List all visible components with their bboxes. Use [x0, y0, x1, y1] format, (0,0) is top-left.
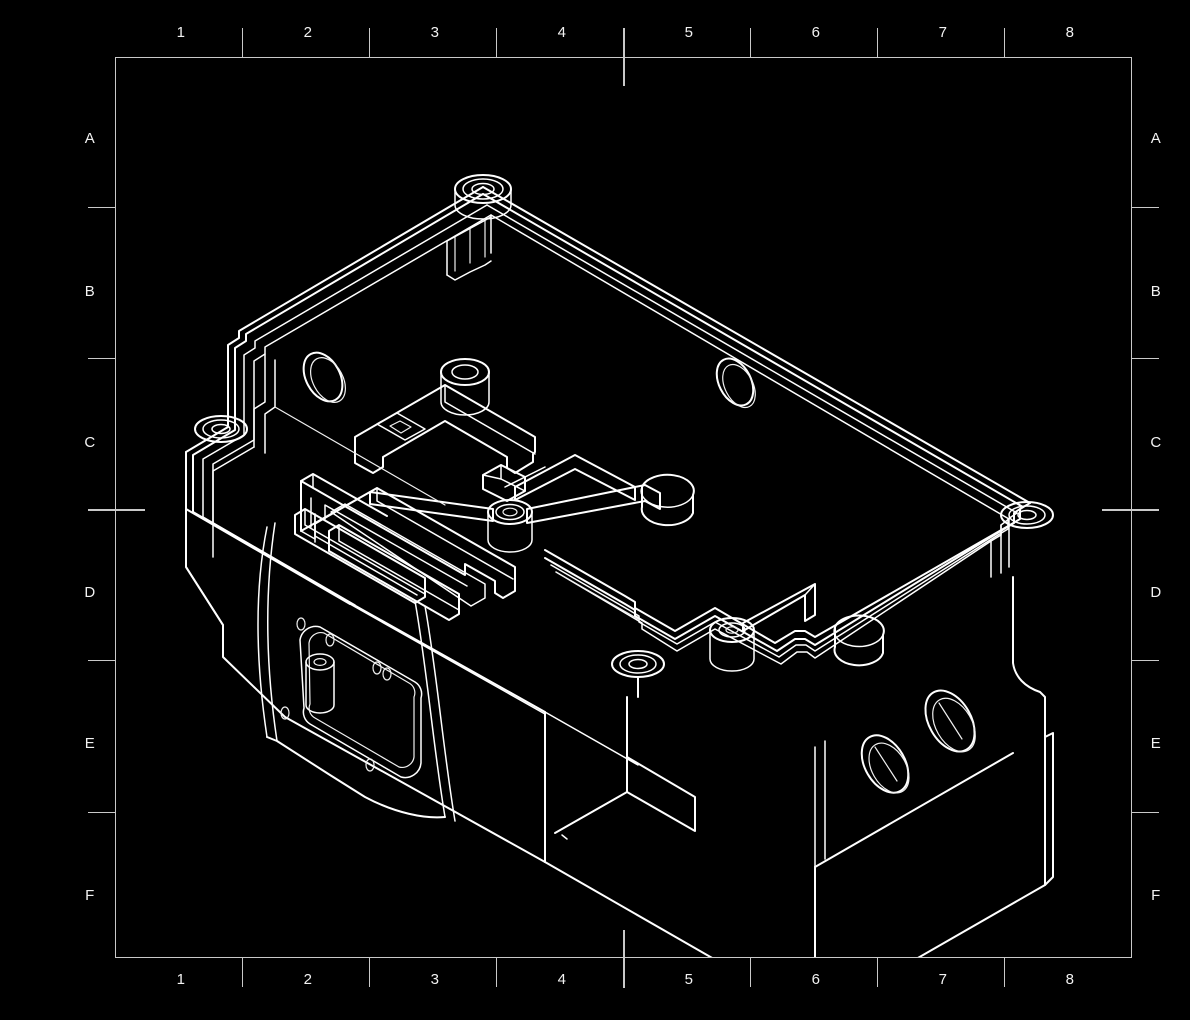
recessed-access-panel: [280, 617, 423, 779]
zone-label-left-f: F: [85, 887, 95, 904]
centre-cylindrical-boss: [440, 358, 490, 416]
zone-label-left-e: E: [84, 735, 96, 752]
drawing-frame-border: [115, 57, 1132, 958]
zone-tick-left-3: [88, 660, 116, 662]
zone-tick-right-3: [1131, 660, 1159, 662]
zone-label-bottom-2: 2: [303, 971, 313, 988]
zone-label-top-2: 2: [303, 24, 313, 41]
zone-label-right-e: E: [1150, 735, 1162, 752]
back-inner-wall: [446, 214, 492, 281]
zone-label-bottom-7: 7: [938, 971, 948, 988]
end-wall-port-upper: [924, 689, 976, 753]
centering-mark-left: [88, 509, 145, 511]
zone-tick-top-1: [242, 28, 244, 57]
zone-label-right-a: A: [1150, 130, 1162, 147]
zone-label-left-b: B: [84, 283, 96, 300]
zone-tick-bottom-1: [242, 958, 244, 987]
left-inner-wall: [212, 353, 276, 558]
corner-mounting-boss-left: [194, 415, 248, 443]
zone-tick-right-4: [1131, 812, 1159, 814]
cad-viewport: [115, 57, 1132, 958]
open-rectangular-channel: [300, 473, 516, 607]
right-rounded-pad: [833, 614, 885, 667]
zone-tick-top-4: [750, 28, 752, 57]
zone-label-top-1: 1: [176, 24, 186, 41]
zone-tick-bottom-5: [877, 958, 879, 987]
zone-label-bottom-8: 8: [1065, 971, 1075, 988]
floor-elliptical-hole: [715, 357, 756, 409]
zone-tick-left-4: [88, 812, 116, 814]
zone-tick-right-1: [1131, 207, 1159, 209]
back-wall-elliptical-hole: [302, 351, 346, 403]
zone-label-top-8: 8: [1065, 24, 1075, 41]
zone-tick-top-2: [369, 28, 371, 57]
zone-label-right-d: D: [1150, 584, 1162, 601]
zone-tick-bottom-4: [750, 958, 752, 987]
right-inner-wall: [990, 518, 1010, 578]
zone-tick-bottom-3: [496, 958, 498, 987]
zone-label-bottom-4: 4: [557, 971, 567, 988]
inner-floor-edges: [274, 406, 639, 620]
zone-label-top-4: 4: [557, 24, 567, 41]
right-internal-standoff: [709, 583, 816, 672]
zone-tick-left-1: [88, 207, 116, 209]
zone-tick-left-2: [88, 358, 116, 360]
isometric-enclosure-drawing: [185, 174, 1054, 958]
zone-label-right-c: C: [1150, 434, 1162, 451]
centering-mark-right: [1102, 509, 1159, 511]
zone-label-bottom-6: 6: [811, 971, 821, 988]
zone-label-right-b: B: [1150, 283, 1162, 300]
zone-label-right-f: F: [1151, 887, 1161, 904]
corner-mounting-boss-back: [454, 174, 512, 220]
zone-label-bottom-3: 3: [430, 971, 440, 988]
right-end-outer-wall: [814, 576, 1054, 958]
zone-label-top-5: 5: [684, 24, 694, 41]
zone-label-left-d: D: [84, 584, 96, 601]
zone-tick-top-3: [496, 28, 498, 57]
gasket-flange-front: [544, 502, 1031, 665]
mid-cylindrical-boss: [487, 499, 533, 553]
internal-shelf-ledge: [554, 696, 696, 840]
zone-label-bottom-1: 1: [176, 971, 186, 988]
zone-label-bottom-5: 5: [684, 971, 694, 988]
rib-arms-assembly: [369, 454, 695, 527]
corner-mounting-boss-right: [1000, 501, 1054, 529]
zone-tick-bottom-6: [1004, 958, 1006, 987]
zone-label-left-a: A: [84, 130, 96, 147]
zone-tick-right-2: [1131, 358, 1159, 360]
zone-label-top-3: 3: [430, 24, 440, 41]
zone-tick-bottom-2: [369, 958, 371, 987]
centering-mark-top: [623, 28, 625, 86]
gasket-groove-channel: [202, 204, 1018, 524]
zone-tick-top-6: [1004, 28, 1006, 57]
centering-mark-bottom: [623, 930, 625, 988]
zone-label-left-c: C: [84, 434, 96, 451]
zone-label-top-7: 7: [938, 24, 948, 41]
front-wall-draft-ribs: [257, 522, 456, 822]
zone-label-top-6: 6: [811, 24, 821, 41]
zone-tick-top-5: [877, 28, 879, 57]
end-wall-port-lower: [860, 734, 910, 794]
